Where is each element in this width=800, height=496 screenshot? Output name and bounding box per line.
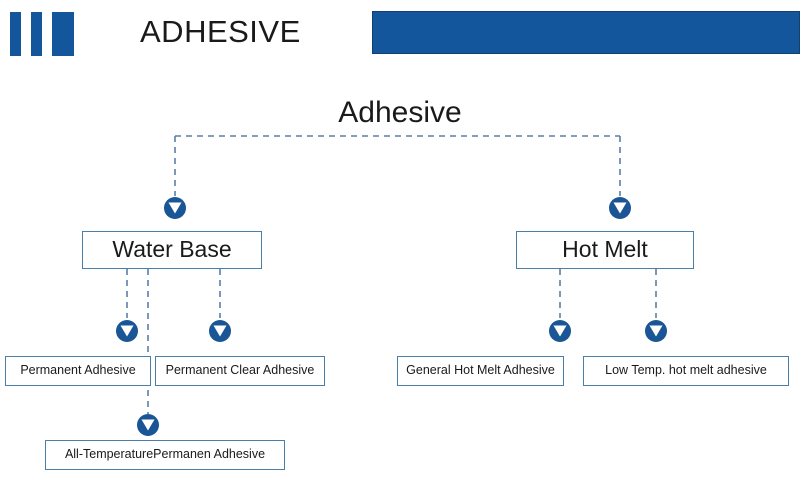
logo-bar-1	[10, 12, 21, 56]
tree-node-root: Adhesive	[338, 96, 462, 129]
page-title: ADHESIVE	[140, 14, 301, 49]
three-bars-logo-icon	[10, 12, 74, 56]
down-arrow-circle-icon	[116, 320, 138, 342]
down-arrow-circle-icon	[549, 320, 571, 342]
down-arrow-circle-icon	[609, 197, 631, 219]
tree-node-permanent-adhesive[interactable]: Permanent Adhesive	[5, 356, 151, 386]
logo-bar-3	[52, 12, 74, 56]
tree-node-hot-melt[interactable]: Hot Melt	[516, 231, 694, 269]
logo-bar-2	[31, 12, 42, 56]
down-arrow-circle-icon	[164, 197, 186, 219]
tree-node-all-temperature-permanen-adhesive[interactable]: All-TemperaturePermanen Adhesive	[45, 440, 285, 470]
tree-node-permanent-clear-adhesive[interactable]: Permanent Clear Adhesive	[155, 356, 325, 386]
down-arrow-circle-icon	[209, 320, 231, 342]
down-arrow-circle-icon	[137, 414, 159, 436]
tree-node-low-temp-hot-melt-adhesive[interactable]: Low Temp. hot melt adhesive	[583, 356, 789, 386]
tree-node-general-hot-melt-adhesive[interactable]: General Hot Melt Adhesive	[397, 356, 564, 386]
header-banner-bar	[372, 11, 800, 54]
down-arrow-circle-icon	[645, 320, 667, 342]
tree-node-water-base[interactable]: Water Base	[82, 231, 262, 269]
